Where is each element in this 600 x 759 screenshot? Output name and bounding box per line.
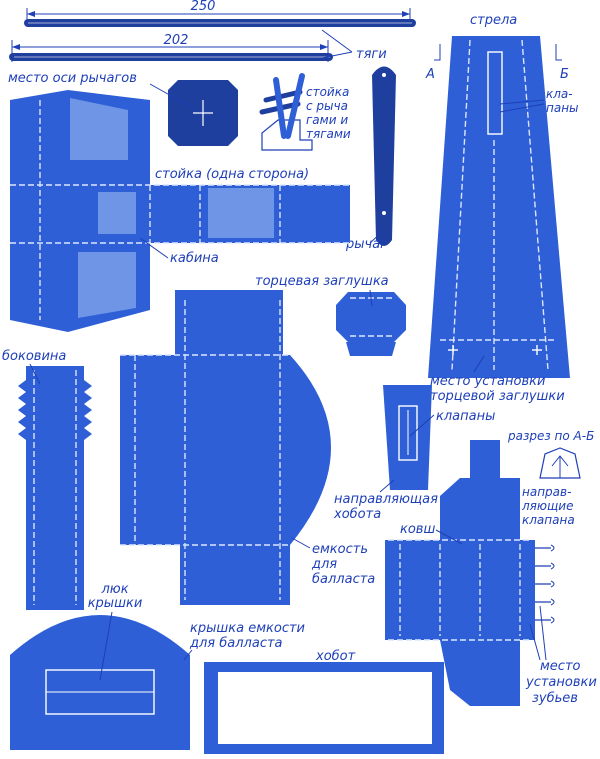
dim-label-250: 250 (191, 0, 216, 14)
label-napravl-khob-2: хобота (333, 507, 381, 522)
label-stoyka-1: стойка (306, 85, 349, 99)
label-rychag: рычаг (345, 237, 387, 252)
label-section-a: А (425, 67, 435, 82)
rod-202 (9, 40, 333, 62)
label-zubya-1: место (540, 659, 581, 674)
section-sketch (539, 447, 581, 479)
trunk-guide-part (383, 385, 432, 490)
label-kabina: кабина (170, 251, 219, 266)
sidewall-part (18, 366, 92, 610)
label-emkost-1: емкость (312, 542, 368, 557)
trunk-part (204, 662, 444, 754)
label-kryshka-1: крышка емкости (190, 621, 305, 636)
label-napravl-klap-3: клапана (522, 513, 575, 527)
label-lyuk-1: люк (100, 582, 128, 597)
label-klapany-top-2: паны (546, 101, 579, 115)
rod-250 (24, 8, 416, 27)
label-mesto-ustanovki-2: торцевой заглушки (430, 389, 565, 404)
label-lyuk-2: крышки (88, 596, 143, 611)
boom-part (428, 36, 570, 378)
bucket-part (385, 440, 555, 706)
label-napravl-klap-1: направ- (522, 485, 571, 499)
label-zubya-2: установки (525, 675, 597, 690)
ballast-lid-part (10, 615, 190, 750)
label-bokovina: боковина (2, 349, 66, 364)
label-razrez: разрез по А-Б (507, 429, 594, 443)
label-emkost-3: балласта (312, 572, 375, 587)
label-kovsh: ковш (400, 522, 435, 537)
label-section-b: Б (560, 67, 569, 82)
label-stoyka-3: гами и (306, 113, 348, 127)
label-napravl-khob-1: направляющая (334, 492, 438, 507)
label-mesto-osi: место оси рычагов (8, 71, 137, 86)
cabin-net (10, 90, 350, 332)
dim-label-202: 202 (164, 33, 189, 48)
label-mesto-ustanovki-1: место установки (430, 374, 545, 389)
label-zubya-3: зубьев (532, 691, 578, 706)
label-kryshka-2: для балласта (189, 636, 283, 651)
label-tyagi: тяги (356, 47, 387, 62)
end-cap-part (336, 292, 406, 356)
label-emkost-2: для (311, 557, 337, 572)
label-stoyka-odna: стойка (одна сторона) (155, 167, 309, 182)
lever-axis-plate (168, 80, 238, 146)
ballast-tank-net (120, 290, 331, 605)
stand-sketch (259, 73, 313, 151)
label-stoyka-2: с рыча (306, 99, 348, 113)
label-stoyka-4: тягами (306, 127, 351, 141)
label-napravl-klap-2: ляющие (521, 499, 573, 513)
label-klapany-top-1: кла- (546, 87, 573, 101)
label-khobot: хобот (315, 649, 356, 664)
label-klapany-mid: клапаны (436, 409, 495, 424)
label-tortsevaya: торцевая заглушка (255, 274, 389, 289)
lever-part (372, 66, 396, 246)
label-strela: стрела (470, 13, 517, 28)
